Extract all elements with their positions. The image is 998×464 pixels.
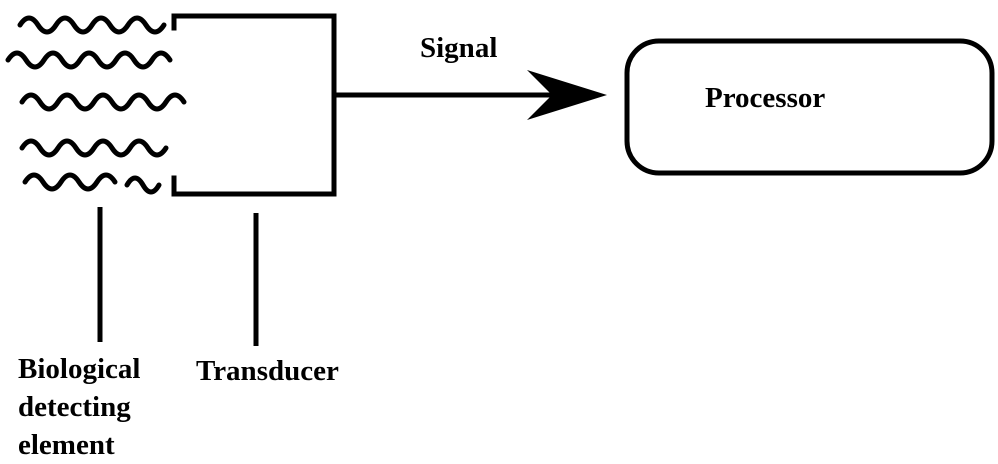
biological-element-label-line-3: element: [18, 429, 115, 461]
biological-element-label-line-1: Biological: [18, 353, 141, 385]
processor-label: Processor: [705, 82, 826, 114]
biological-element-label-line-2: detecting: [18, 391, 131, 423]
wave-line-4: [19, 138, 169, 158]
wave-line-3: [19, 92, 187, 112]
arrow-head: [527, 70, 607, 120]
transducer-bracket: [171, 13, 337, 197]
biological-element-label: Biological detecting element: [18, 350, 140, 464]
wave-line-5a: [22, 172, 118, 192]
wave-line-2: [5, 50, 173, 70]
processor-box: [624, 38, 995, 176]
transducer-label: Transducer: [196, 355, 339, 387]
signal-label: Signal: [420, 32, 498, 64]
wave-line-5b: [124, 175, 162, 195]
signal-arrow: [334, 70, 607, 120]
biological-element-waves: [5, 15, 187, 195]
wave-line-1: [17, 15, 167, 35]
